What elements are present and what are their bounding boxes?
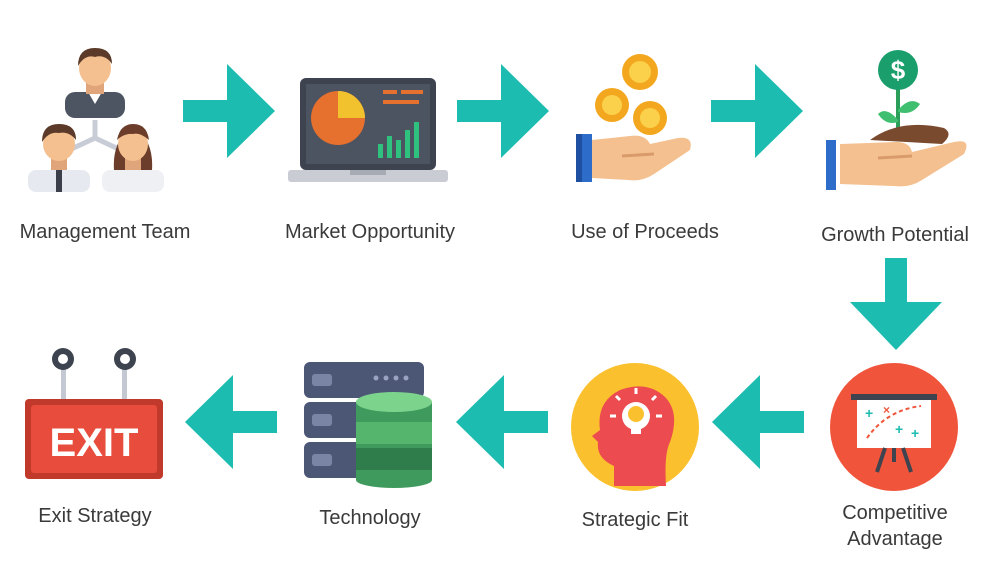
svg-text:×: × — [883, 403, 890, 417]
svg-text:EXIT: EXIT — [50, 421, 139, 465]
server-database-icon — [304, 362, 432, 488]
label-use-of-proceeds: Use of Proceeds — [571, 221, 719, 243]
svg-text:+: + — [865, 405, 873, 421]
svg-text:$: $ — [891, 55, 906, 85]
label-growth-potential: Growth Potential — [821, 224, 969, 246]
arrow-right-1 — [183, 64, 275, 158]
exit-sign-icon: EXIT — [25, 348, 163, 479]
label-exit-strategy: Exit Strategy — [38, 505, 152, 527]
arrow-left-3 — [185, 375, 277, 469]
svg-text:+: + — [895, 421, 903, 437]
arrow-down — [850, 258, 942, 350]
label-market-opportunity: Market Opportunity — [284, 221, 456, 243]
label-technology: Technology — [319, 507, 421, 529]
hand-coins-icon — [576, 54, 691, 182]
arrow-right-2 — [457, 64, 549, 158]
arrow-right-3 — [711, 64, 803, 158]
laptop-chart-icon — [288, 78, 448, 182]
hand-plant-dollar-icon: $ — [826, 50, 967, 190]
arrow-left-1 — [712, 375, 804, 469]
arrow-left-2 — [456, 375, 548, 469]
svg-text:+: + — [911, 425, 919, 441]
head-lightbulb-icon — [571, 363, 699, 491]
team-hierarchy-icon — [28, 48, 164, 192]
label-competitive-advantage: Competitive Advantage — [842, 502, 948, 550]
strategy-board-icon: + × + + — [830, 363, 958, 491]
label-strategic-fit: Strategic Fit — [581, 509, 689, 531]
label-management-team: Management Team — [19, 221, 191, 243]
